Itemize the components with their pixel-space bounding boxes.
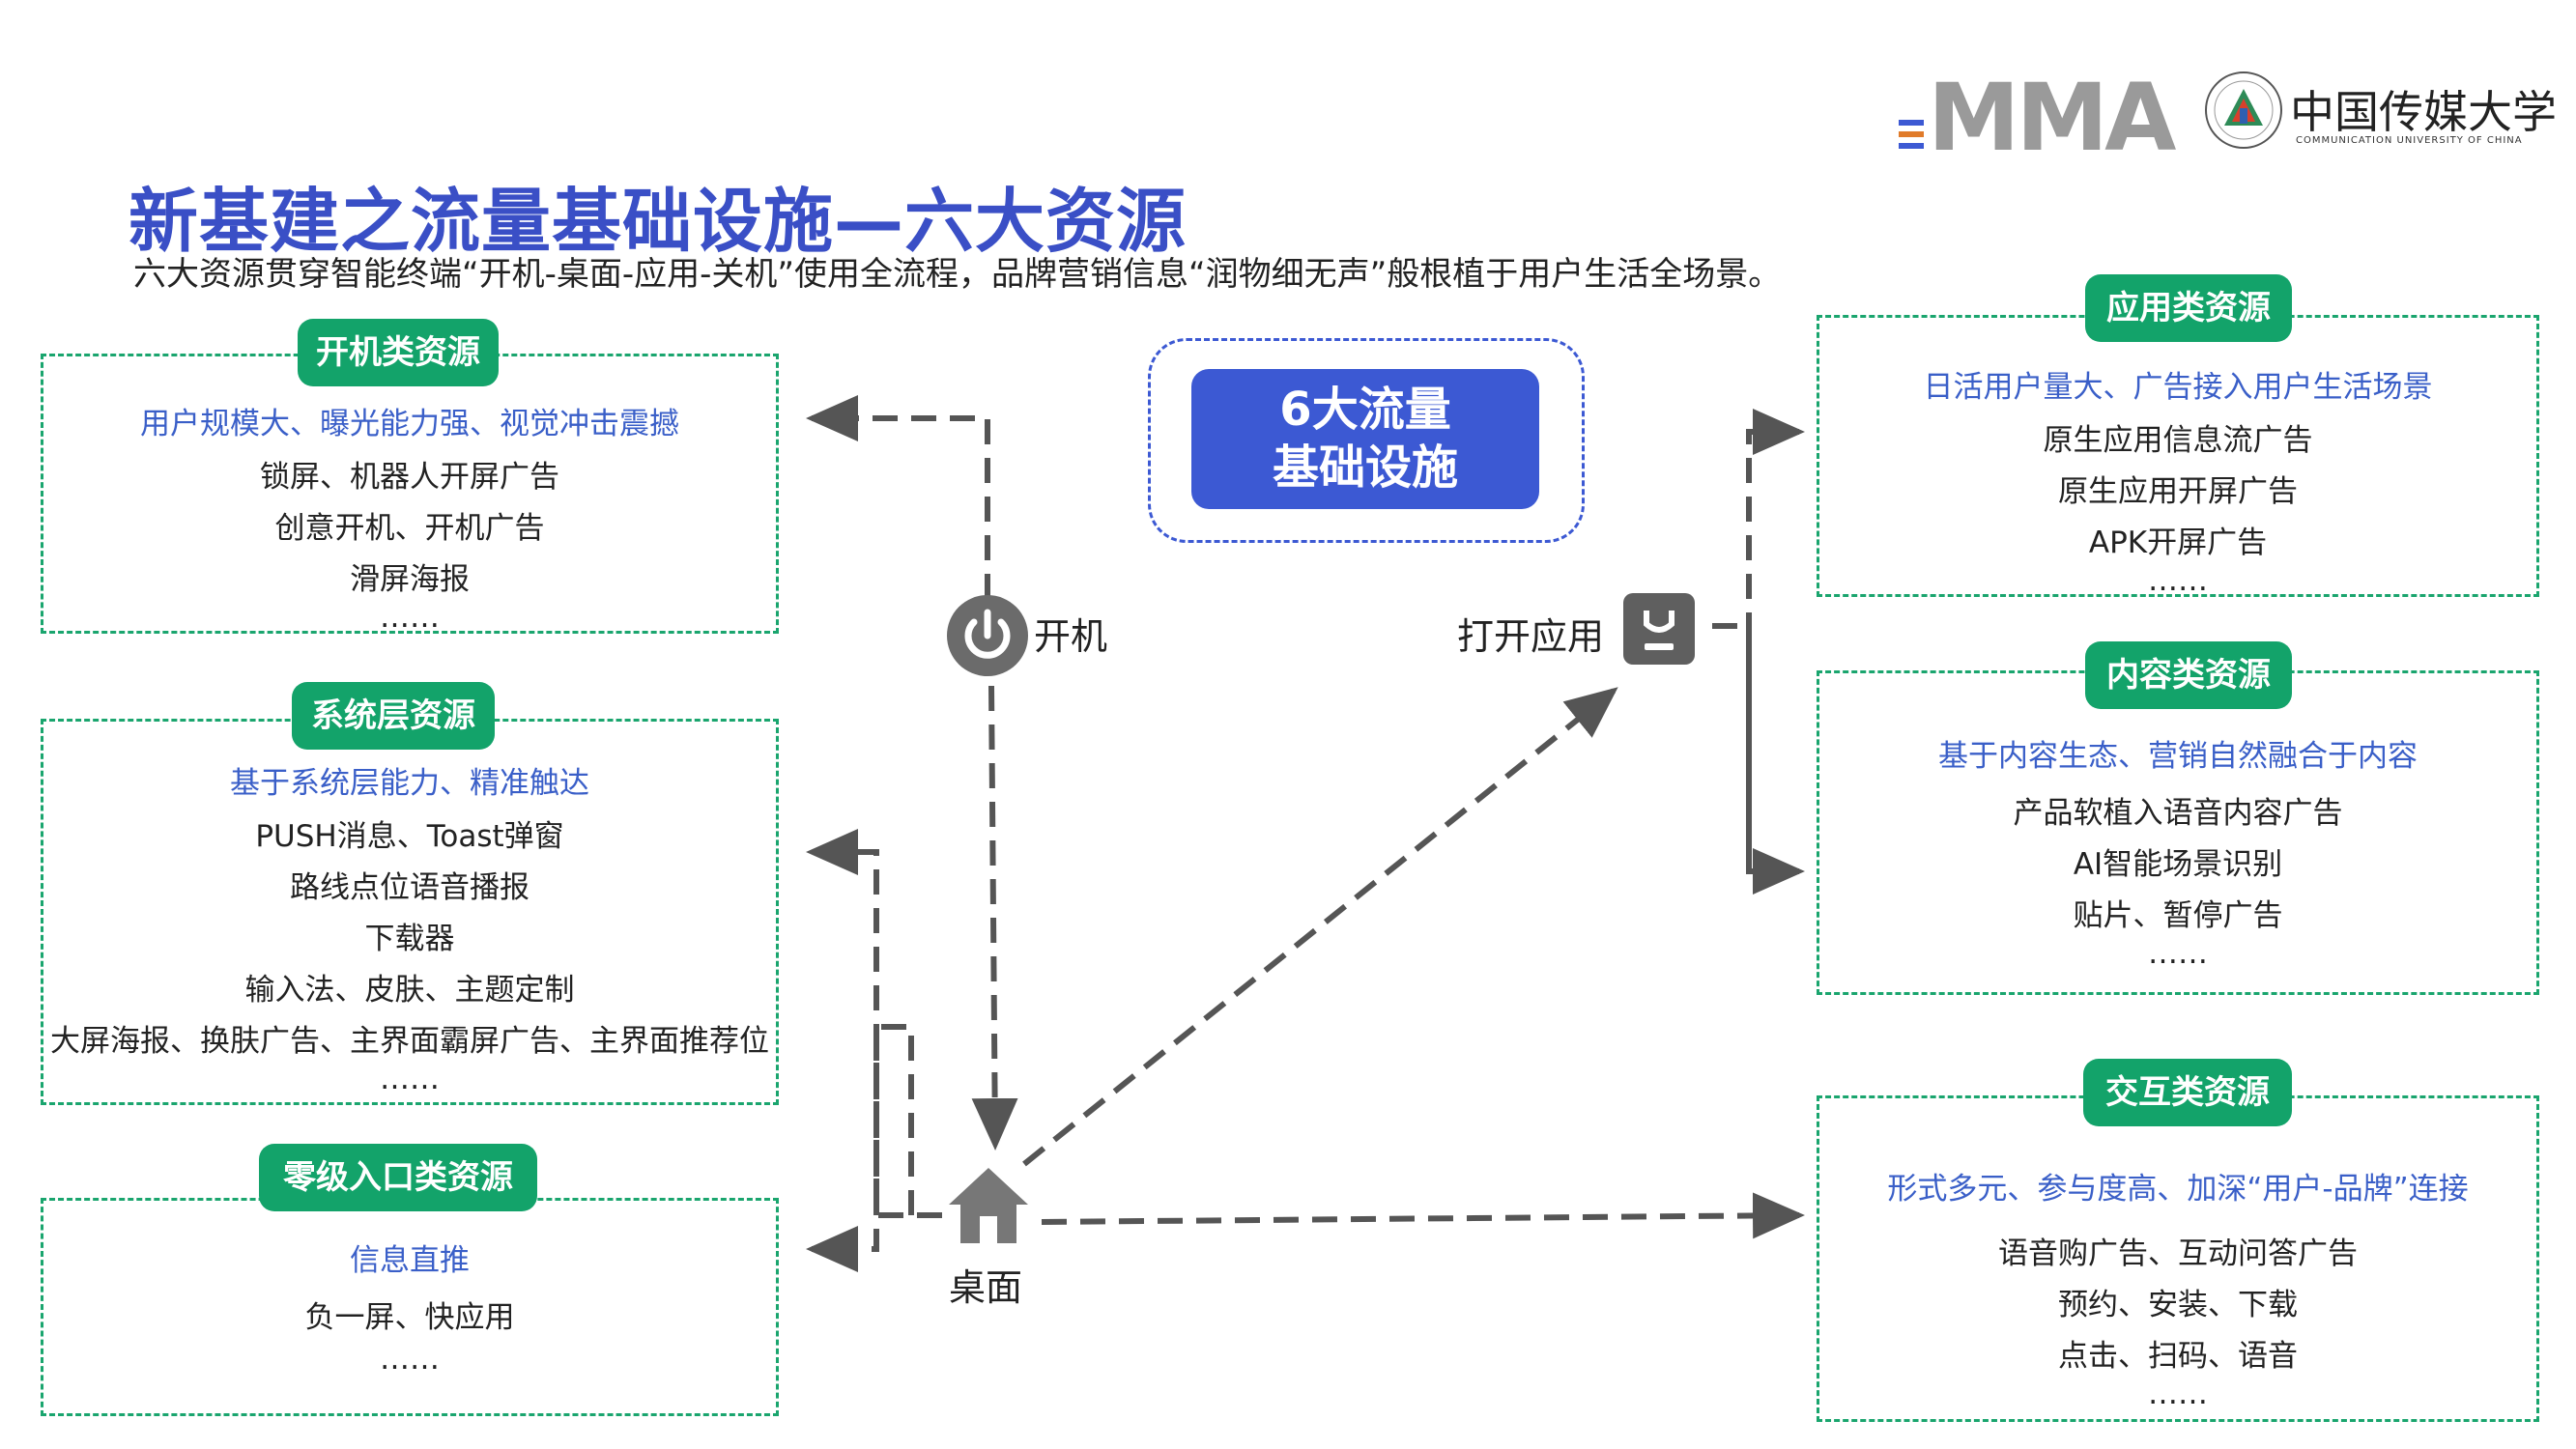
system-item: 大屏海报、换肤广告、主界面霸屏广告、主界面推荐位 (50, 1024, 769, 1059)
center-frame (1148, 338, 1585, 543)
interactive-item: 点击、扫码、语音 (2058, 1339, 2298, 1374)
content-item: …… (2148, 936, 2208, 971)
app-icon (1621, 591, 1697, 667)
boot-item: 滑屏海报 (350, 562, 470, 597)
boot-item: 创意开机、开机广告 (274, 511, 545, 546)
center-line-2: 基础设施 (1272, 440, 1458, 495)
power-icon (945, 593, 1030, 678)
tag-interactive: 交互类资源 (2083, 1059, 2292, 1126)
app-highlight: 日活用户量大、广告接入用户生活场景 (1923, 370, 2433, 405)
cuc-name: 中国传媒大学 (2290, 86, 2557, 138)
zero-highlight: 信息直推 (350, 1243, 470, 1278)
arrow-desktop-to-system (806, 829, 942, 1218)
system-item: 输入法、皮肤、主题定制 (244, 973, 575, 1008)
arrow-power-to-desktop (971, 685, 1018, 1151)
mma-logo-text: MMA (1928, 64, 2176, 172)
page-title: 新基建之流量基础设施—六大资源 (129, 181, 1188, 262)
mma-logo-mark (1899, 120, 1924, 149)
cuc-name-en: COMMUNICATION UNIVERSITY OF CHINA (2296, 135, 2523, 146)
interactive-item: 语音购广告、互动问答广告 (1998, 1236, 2358, 1271)
boot-item: 锁屏、机器人开屏广告 (260, 460, 559, 495)
box-interactive: 形式多元、参与度高、加深“用户-品牌”连接 语音购广告、互动问答广告 预约、安装… (1817, 1095, 2539, 1422)
mma-logo (1899, 81, 2131, 158)
zero-item: …… (380, 1342, 440, 1377)
center-line-1: 6大流量 (1279, 383, 1451, 437)
node-desktop-label: 桌面 (949, 1266, 1023, 1309)
content-item: 贴片、暂停广告 (2073, 898, 2283, 933)
app-item: APK开屏广告 (2088, 526, 2268, 560)
content-item: AI智能场景识别 (2073, 847, 2283, 882)
page-subtitle: 六大资源贯穿智能终端“开机-桌面-应用-关机”使用全流程，品牌营销信息“润物细无… (133, 255, 1782, 294)
box-boot: 用户规模大、曝光能力强、视觉冲击震撼 锁屏、机器人开屏广告 创意开机、开机广告 … (41, 354, 779, 635)
box-app: 日活用户量大、广告接入用户生活场景 原生应用信息流广告 原生应用开屏广告 APK… (1817, 315, 2539, 598)
node-power-label: 开机 (1034, 615, 1108, 658)
center-card: 6大流量 基础设施 (1191, 369, 1539, 509)
system-item: …… (380, 1062, 440, 1096)
tag-zero-entry: 零级入口类资源 (259, 1144, 537, 1211)
app-item: 原生应用开屏广告 (2058, 474, 2298, 509)
content-highlight: 基于内容生态、营销自然融合于内容 (1938, 739, 2418, 774)
system-item: 下载器 (364, 922, 455, 956)
boot-highlight: 用户规模大、曝光能力强、视觉冲击震撼 (140, 407, 679, 441)
arrow-power-to-boot (806, 395, 990, 599)
arrow-desktop-to-app (1022, 687, 1618, 1167)
node-app-label: 打开应用 (1457, 615, 1605, 658)
tag-system: 系统层资源 (292, 682, 495, 750)
app-item: …… (2148, 563, 2208, 598)
cuc-emblem-icon (2203, 70, 2284, 151)
arrow-app-to-contentbox (1746, 628, 1805, 895)
interactive-highlight: 形式多元、参与度高、加深“用户-品牌”连接 (1887, 1172, 2469, 1207)
zero-item: 负一屏、快应用 (304, 1300, 515, 1335)
interactive-item: …… (2148, 1377, 2208, 1411)
tag-boot: 开机类资源 (298, 319, 499, 386)
content-item: 产品软植入语音内容广告 (2013, 796, 2343, 831)
interactive-item: 预约、安装、下载 (2058, 1288, 2298, 1322)
boot-item: …… (380, 600, 440, 635)
tag-app: 应用类资源 (2085, 274, 2292, 342)
tag-content: 内容类资源 (2085, 641, 2292, 709)
system-item: 路线点位语音播报 (290, 870, 530, 905)
system-item: PUSH消息、Toast弹窗 (255, 819, 564, 854)
box-zero-entry: 信息直推 负一屏、快应用 …… (41, 1198, 779, 1416)
arrow-desktop-to-interactive (1041, 1192, 1805, 1239)
system-highlight: 基于系统层能力、精准触达 (230, 766, 589, 801)
box-system: 基于系统层能力、精准触达 PUSH消息、Toast弹窗 路线点位语音播报 下载器… (41, 719, 779, 1105)
box-content: 基于内容生态、营销自然融合于内容 产品软植入语音内容广告 AI智能场景识别 贴片… (1817, 670, 2539, 995)
app-item: 原生应用信息流广告 (2043, 423, 2313, 458)
arrow-app-to-appbox (1746, 409, 1805, 869)
arrow-desktop-to-zero (806, 1024, 914, 1272)
home-icon (947, 1164, 1030, 1245)
